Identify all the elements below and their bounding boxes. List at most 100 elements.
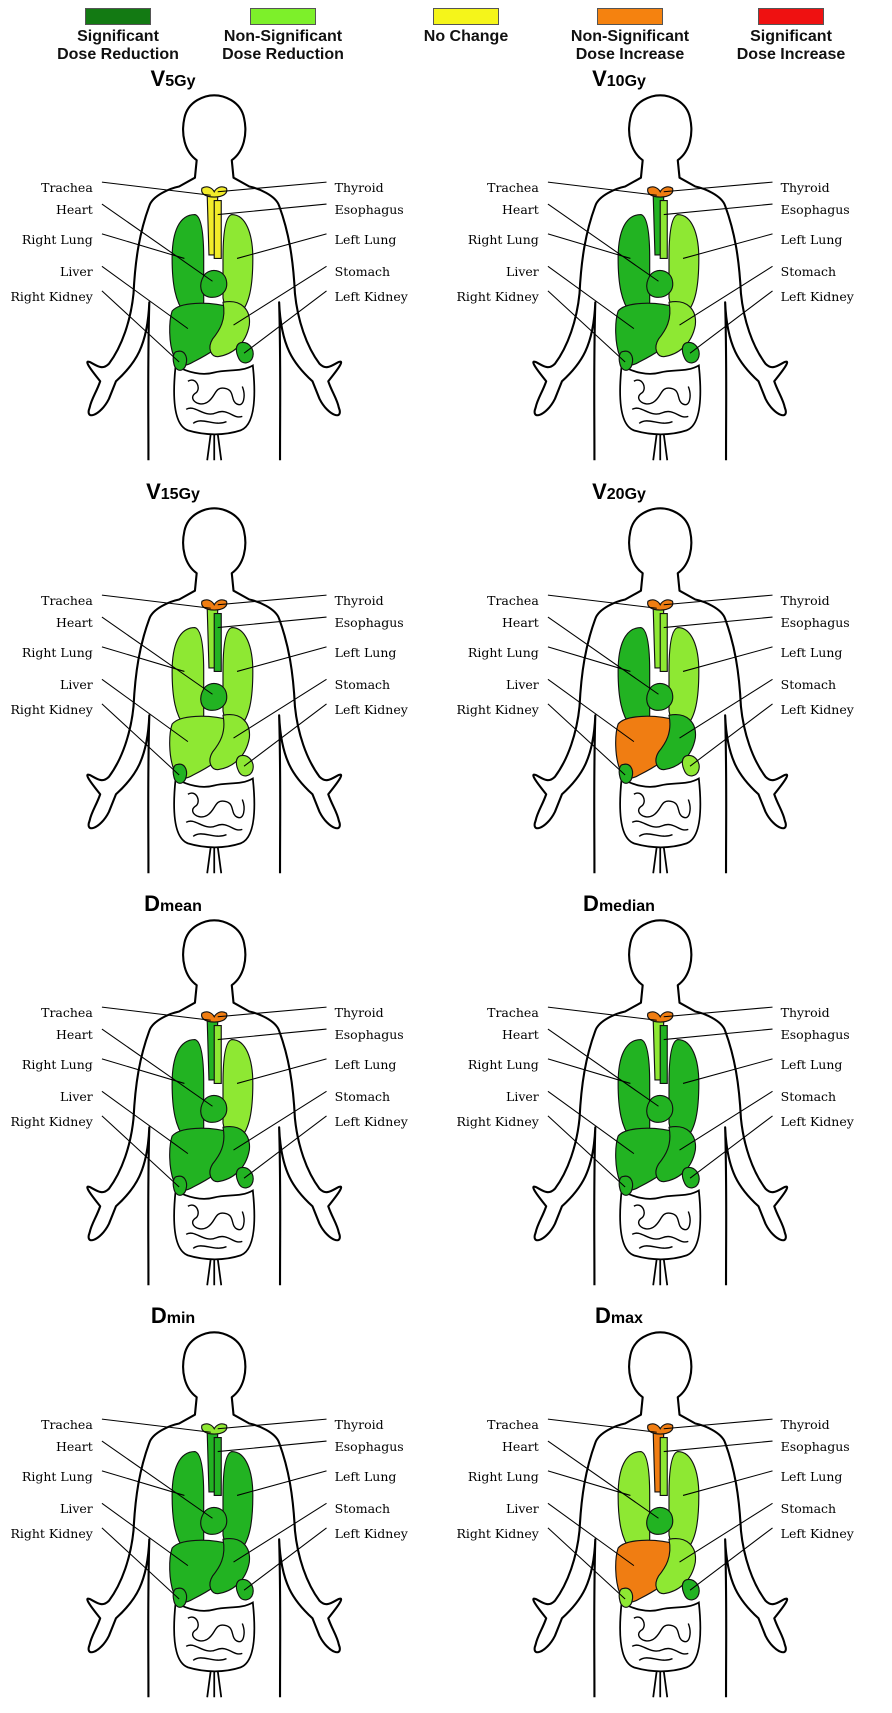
panel-title-main: D <box>151 1303 167 1328</box>
label-liver: Liver <box>506 1089 539 1104</box>
label-trachea: Trachea <box>41 593 93 608</box>
label-right-lung: Right Lung <box>22 232 93 247</box>
panel-title: V15Gy <box>0 479 396 505</box>
organ-left-lung <box>223 1040 253 1140</box>
label-right-lung: Right Lung <box>22 1469 93 1484</box>
label-left-lung: Left Lung <box>781 1057 843 1072</box>
organ-right-lung <box>618 628 650 728</box>
label-liver: Liver <box>506 1501 539 1516</box>
legend-item-no-change: No Change <box>391 8 541 46</box>
legend-swatch <box>250 8 316 25</box>
label-liver: Liver <box>60 264 93 279</box>
panel-title: Dmedian <box>396 891 842 917</box>
label-left-kidney: Left Kidney <box>335 1114 408 1129</box>
label-thyroid: Thyroid <box>781 180 830 195</box>
organ-right-lung <box>172 1040 204 1140</box>
label-heart: Heart <box>502 1027 539 1042</box>
label-right-kidney: Right Kidney <box>456 1526 538 1541</box>
label-esophagus: Esophagus <box>781 615 850 630</box>
label-liver: Liver <box>60 1089 93 1104</box>
label-trachea: Trachea <box>487 1417 539 1432</box>
intestines <box>174 365 254 434</box>
organ-right-kidney <box>173 1176 186 1195</box>
organ-heart <box>201 1507 227 1534</box>
body-figure <box>0 1327 446 1713</box>
body-figure <box>446 1327 892 1713</box>
organ-heart <box>201 683 227 710</box>
panel-title-sub: 5Gy <box>165 73 195 90</box>
organ-esophagus <box>660 201 667 259</box>
organ-left-lung <box>669 215 699 315</box>
label-thyroid: Thyroid <box>781 1005 830 1020</box>
panel-title-sub: 20Gy <box>607 486 646 503</box>
legend-label: SignificantDose Reduction <box>43 28 193 64</box>
organ-esophagus <box>214 614 221 672</box>
label-right-kidney: Right Kidney <box>10 1526 92 1541</box>
body-panel-dmax: DmaxTracheaHeartRight LungLiverRight Kid… <box>446 1303 892 1713</box>
label-heart: Heart <box>56 615 93 630</box>
panel-title-main: D <box>583 891 599 916</box>
label-left-lung: Left Lung <box>781 645 843 660</box>
panel-title-sub: mean <box>160 898 202 915</box>
organ-left-lung <box>669 628 699 728</box>
legend-label: No Change <box>391 28 541 46</box>
label-stomach: Stomach <box>335 677 390 692</box>
body-figure <box>446 503 892 889</box>
legend-swatch <box>433 8 499 25</box>
intestines <box>620 365 700 434</box>
panel-title: V20Gy <box>396 479 842 505</box>
label-thyroid: Thyroid <box>335 1005 384 1020</box>
panel-title: Dmean <box>0 891 396 917</box>
organ-heart <box>647 1095 673 1122</box>
label-esophagus: Esophagus <box>335 1027 404 1042</box>
body-figure <box>446 915 892 1301</box>
label-thyroid: Thyroid <box>335 593 384 608</box>
label-stomach: Stomach <box>335 1089 390 1104</box>
body-panel-dmean: DmeanTracheaHeartRight LungLiverRight Ki… <box>0 891 446 1301</box>
organ-right-kidney <box>173 1588 186 1607</box>
organ-left-lung <box>669 1040 699 1140</box>
label-right-kidney: Right Kidney <box>456 1114 538 1129</box>
label-heart: Heart <box>56 1439 93 1454</box>
panel-title-main: V <box>592 479 607 504</box>
body-figure <box>446 90 892 476</box>
label-liver: Liver <box>60 677 93 692</box>
organ-heart <box>647 683 673 710</box>
organ-right-lung <box>618 215 650 315</box>
label-stomach: Stomach <box>781 1501 836 1516</box>
panel-title-sub: 15Gy <box>161 486 200 503</box>
label-trachea: Trachea <box>487 1005 539 1020</box>
label-right-lung: Right Lung <box>468 1469 539 1484</box>
label-heart: Heart <box>502 1439 539 1454</box>
legend-label: Non-SignificantDose Increase <box>555 28 705 64</box>
label-trachea: Trachea <box>41 1417 93 1432</box>
label-esophagus: Esophagus <box>781 202 850 217</box>
label-thyroid: Thyroid <box>335 1417 384 1432</box>
label-heart: Heart <box>502 615 539 630</box>
panel-title-main: V <box>151 66 166 91</box>
organ-right-kidney <box>173 351 186 370</box>
label-left-kidney: Left Kidney <box>781 1526 854 1541</box>
label-thyroid: Thyroid <box>335 180 384 195</box>
label-esophagus: Esophagus <box>781 1027 850 1042</box>
label-left-lung: Left Lung <box>335 1057 397 1072</box>
organ-heart <box>201 1095 227 1122</box>
panel-title-sub: median <box>599 898 655 915</box>
panel-title-main: D <box>144 891 160 916</box>
organ-right-kidney <box>619 351 632 370</box>
intestines <box>620 778 700 847</box>
legend-item-significant-increase: SignificantDose Increase <box>716 8 866 64</box>
organ-esophagus <box>214 201 221 259</box>
label-esophagus: Esophagus <box>335 615 404 630</box>
body-panel-v20gy: V20GyTracheaHeartRight LungLiverRight Ki… <box>446 479 892 889</box>
legend-swatch <box>597 8 663 25</box>
organ-right-lung <box>172 628 204 728</box>
panel-title-sub: 10Gy <box>607 73 646 90</box>
label-stomach: Stomach <box>335 264 390 279</box>
label-trachea: Trachea <box>487 180 539 195</box>
legend-label: Non-SignificantDose Reduction <box>208 28 358 64</box>
panel-title-sub: max <box>611 1310 643 1327</box>
label-left-kidney: Left Kidney <box>335 289 408 304</box>
panel-title-main: V <box>146 479 161 504</box>
legend-swatch <box>758 8 824 25</box>
